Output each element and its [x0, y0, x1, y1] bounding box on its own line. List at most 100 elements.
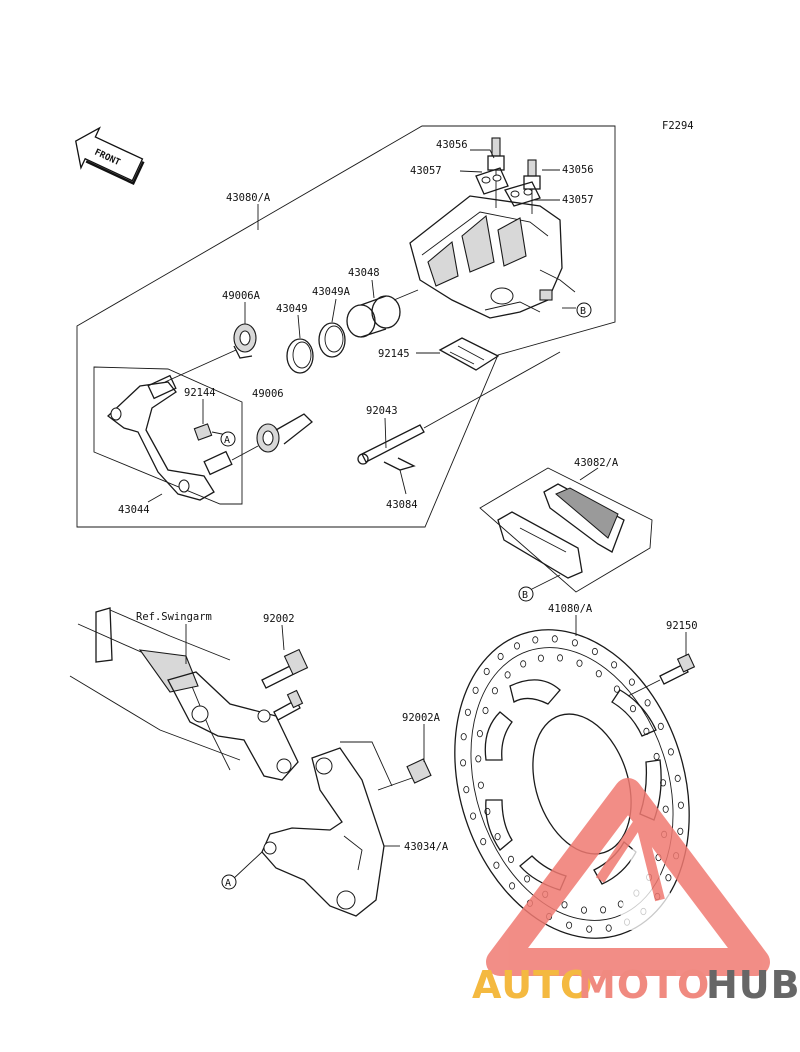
label-92043: 92043: [366, 405, 398, 417]
watermark-text-moto: MOTO: [578, 963, 710, 1007]
disc-hole: [665, 874, 672, 882]
brake-pad-front: [543, 483, 625, 553]
watermark-text-hub: HUB: [706, 963, 800, 1007]
label-43057-a: 43057: [410, 165, 442, 177]
disc-hole: [472, 686, 479, 694]
pad-pin: [357, 424, 425, 465]
disc-hole: [613, 685, 620, 693]
brake-pad-rear: [497, 511, 583, 579]
disc-hole: [480, 837, 487, 846]
disc-hole: [475, 755, 482, 763]
disc-hole: [628, 678, 635, 686]
disc-hole: [600, 906, 607, 914]
disc-hole: [551, 635, 558, 643]
label-43080A: 43080/A: [226, 192, 271, 204]
callout-a-bracket: A: [220, 431, 236, 447]
disc-hole: [493, 861, 500, 869]
disc-hole: [611, 661, 618, 669]
bleeder-caps: [475, 167, 541, 207]
caliper-mount-bracket: [261, 747, 385, 917]
disc-hole: [520, 660, 527, 668]
bracket-outline: [340, 741, 393, 787]
piston-axis: [393, 289, 419, 301]
bolt-92002A: [406, 758, 432, 784]
caliper-bracket: [106, 374, 233, 501]
disc-hole: [677, 827, 684, 835]
seal-43049: [286, 338, 314, 374]
label-92144: 92144: [184, 387, 216, 399]
disc-hole: [667, 748, 674, 756]
callout-a-1: A: [224, 435, 230, 446]
pad-set-outline: [479, 467, 653, 593]
callout-b-pad: B: [518, 586, 534, 602]
swingarm-reference: [69, 607, 241, 771]
disc-hole: [581, 906, 588, 914]
disc-hole: [571, 639, 578, 647]
pin-axis-1: [164, 349, 237, 383]
label-92150: 92150: [666, 620, 698, 632]
label-92145: 92145: [378, 348, 410, 360]
disc-hole: [460, 759, 467, 767]
label-92002A: 92002A: [402, 712, 441, 724]
label-43057-b: 43057: [562, 194, 594, 206]
part-labels: 43080/A 43056 43057 43056 43057 43048 43…: [118, 139, 698, 853]
disc-hole: [576, 659, 583, 667]
figure-code: F2294: [662, 120, 694, 132]
torque-link: [167, 671, 299, 781]
boot-49006A: [233, 323, 257, 359]
watermark-text-auto: AUTO: [472, 963, 593, 1007]
boot-49006: [256, 413, 313, 453]
caliper-body: [409, 195, 576, 319]
bleeder-valve-2: [523, 159, 541, 214]
disc-hole: [653, 752, 660, 761]
label-92002: 92002: [263, 613, 295, 625]
label-ref-swingarm: Ref.Swingarm: [136, 611, 212, 623]
disc-hole: [509, 882, 516, 890]
disc-hole: [504, 671, 511, 679]
bolt-92002: [261, 648, 309, 689]
label-43049A: 43049A: [312, 286, 351, 298]
disc-hole: [476, 729, 483, 738]
disc-hole: [464, 708, 471, 716]
disc-hole: [463, 785, 470, 794]
anti-rattle-clip: [193, 423, 213, 441]
disc-hole: [483, 667, 490, 676]
callout-b-2: B: [522, 590, 528, 601]
watermark-logo: [486, 778, 770, 976]
disc-hole: [591, 647, 598, 656]
pin-axis-3: [423, 351, 561, 429]
label-49006A: 49006A: [222, 290, 261, 302]
label-43056-b: 43056: [562, 164, 594, 176]
brake-disc: [454, 629, 690, 939]
watermark-text: AUTO MOTO HUB: [472, 963, 800, 1007]
label-43044: 43044: [118, 504, 150, 516]
disc-hole: [557, 654, 564, 662]
warning-triangle-icon: [486, 778, 770, 976]
bolt-92002A-axis: [377, 777, 413, 791]
label-43084: 43084: [386, 499, 418, 511]
disc-hole: [491, 687, 498, 695]
pin-axis-2: [231, 445, 259, 461]
disc-hole: [586, 925, 593, 933]
label-49006: 49006: [252, 388, 284, 400]
disc-hole: [537, 654, 544, 662]
callout-a-mount: A: [221, 874, 237, 890]
pad-spring: [438, 337, 500, 371]
bolt-92150-axis: [627, 679, 661, 697]
front-arrow-icon: FRONT: [75, 126, 145, 186]
callout-a-2: A: [225, 878, 231, 889]
disc-hole: [561, 901, 568, 909]
disc-hole: [532, 636, 539, 644]
disc-hole: [507, 855, 514, 864]
cotter-pin: [383, 457, 416, 471]
disc-hole: [630, 704, 637, 713]
label-43049: 43049: [276, 303, 308, 315]
bolt-link: [273, 689, 304, 721]
disc-hole: [477, 781, 484, 789]
label-43048: 43048: [348, 267, 380, 279]
disc-hole: [657, 722, 664, 731]
label-41080A: 41080/A: [548, 603, 593, 615]
seal-43049A: [318, 322, 346, 358]
